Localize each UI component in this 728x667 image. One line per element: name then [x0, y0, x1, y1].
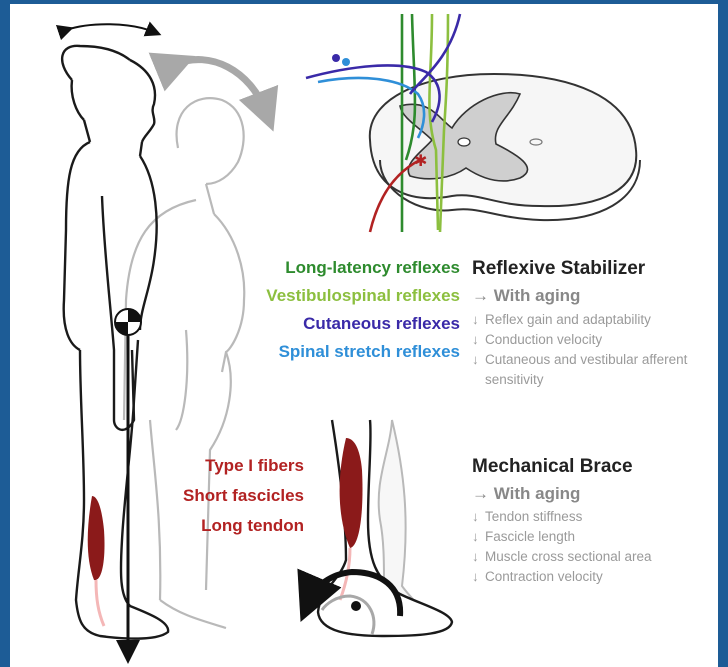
- ganglion-cutaneous: [332, 54, 340, 62]
- decrease-arrow-icon: ↓: [472, 567, 479, 587]
- list-item: ↓Cutaneous and vestibular afferent sensi…: [472, 350, 712, 390]
- mechanical-brace-list: ↓Tendon stiffness ↓Fascicle length ↓Musc…: [472, 507, 712, 587]
- decrease-arrow-icon: ↓: [472, 350, 479, 370]
- mechanical-brace-title: Mechanical Brace: [472, 456, 633, 478]
- label-cutaneous-reflexes: Cutaneous reflexes: [303, 314, 460, 334]
- standing-figure: [62, 46, 168, 639]
- calf-muscle-standing: [88, 496, 105, 580]
- list-item: ↓Contraction velocity: [472, 567, 712, 587]
- list-item: ↓Tendon stiffness: [472, 507, 712, 527]
- decrease-arrow-icon: ↓: [472, 547, 479, 567]
- label-spinal-stretch-reflexes: Spinal stretch reflexes: [279, 342, 460, 362]
- lower-leg-illustration: [310, 420, 452, 636]
- list-item: ↓Fascicle length: [472, 527, 712, 547]
- label-long-latency-reflexes: Long-latency reflexes: [285, 258, 460, 278]
- tendon-standing: [96, 580, 104, 626]
- reflexive-stabilizer-subtitle: → With aging: [472, 286, 580, 306]
- list-item: ↓Muscle cross sectional area: [472, 547, 712, 567]
- decrease-arrow-icon: ↓: [472, 310, 479, 330]
- leaning-figure: [124, 98, 244, 628]
- mechanical-brace-subtitle: → With aging: [472, 484, 580, 504]
- list-item: ↓Conduction velocity: [472, 330, 712, 350]
- label-vestibulospinal-reflexes: Vestibulospinal reflexes: [266, 286, 460, 306]
- label-short-fascicles: Short fascicles: [183, 486, 304, 506]
- decrease-arrow-icon: ↓: [472, 507, 479, 527]
- list-item: ↓Reflex gain and adaptability: [472, 310, 712, 330]
- center-of-mass-marker: [115, 309, 141, 335]
- synapse-star: ✱: [414, 151, 427, 170]
- reflexive-stabilizer-list: ↓Reflex gain and adaptability ↓Conductio…: [472, 310, 712, 390]
- decrease-arrow-icon: ↓: [472, 527, 479, 547]
- decrease-arrow-icon: ↓: [472, 330, 479, 350]
- reflexive-stabilizer-title: Reflexive Stabilizer: [472, 258, 645, 280]
- label-long-tendon: Long tendon: [201, 516, 304, 536]
- label-type-i-fibers: Type I fibers: [205, 456, 304, 476]
- ganglion-stretch: [342, 58, 350, 66]
- head-rotation-arrow: [66, 24, 154, 32]
